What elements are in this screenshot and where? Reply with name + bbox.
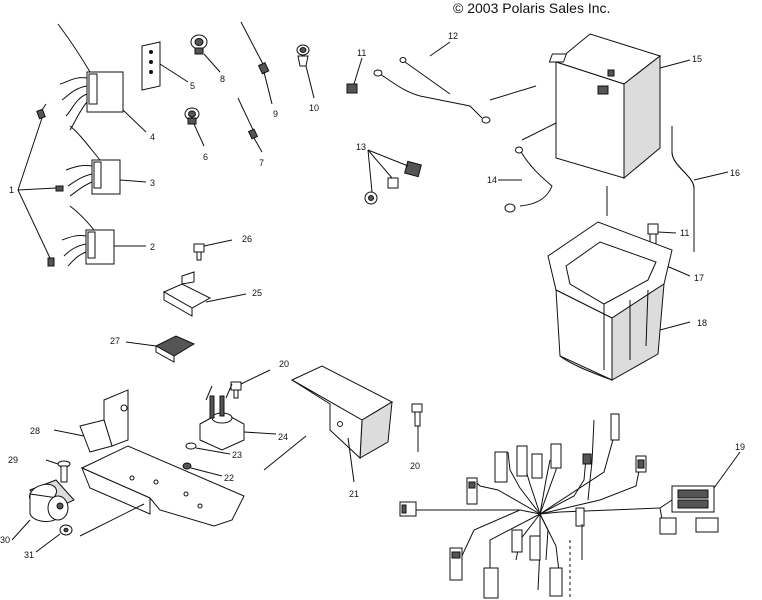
callout-7: 7 <box>259 158 264 168</box>
callout-11a: 11 <box>357 48 366 58</box>
screw-20-left <box>230 369 271 399</box>
wiring-harness-19 <box>399 413 741 600</box>
clip-10 <box>296 44 315 99</box>
callout-5: 5 <box>190 81 195 91</box>
callout-8: 8 <box>220 74 225 84</box>
callout-9: 9 <box>273 109 278 119</box>
callout-13: 13 <box>356 142 366 152</box>
callout-22: 22 <box>224 473 234 483</box>
nut-22 <box>182 462 223 477</box>
callout-30: 30 <box>0 535 10 545</box>
battery-cable-14 <box>489 85 559 213</box>
callout-12: 12 <box>448 31 458 41</box>
bracket-25 <box>162 271 247 317</box>
callout-10: 10 <box>309 103 319 113</box>
mount-plate-28 <box>53 389 245 537</box>
buzzer-30 <box>11 479 75 541</box>
terminal-nuts-13 <box>364 149 422 205</box>
callout-2: 2 <box>150 242 155 252</box>
callout-4: 4 <box>150 132 155 142</box>
callout-labels: 1 2 3 4 5 6 7 8 9 10 11 11 12 13 14 15 1… <box>0 31 745 560</box>
callout-18: 18 <box>697 318 707 328</box>
callout-29: 29 <box>8 455 18 465</box>
callout-14: 14 <box>487 175 497 185</box>
nut-31 <box>35 524 73 553</box>
callout-19: 19 <box>735 442 745 452</box>
callout-17: 17 <box>694 273 704 283</box>
battery-box-18 <box>547 221 691 381</box>
callout-16: 16 <box>730 168 740 178</box>
callout-1: 1 <box>9 185 14 195</box>
module-2 <box>61 205 146 267</box>
callout-31: 31 <box>24 550 34 560</box>
solenoid-24 <box>199 383 277 451</box>
module-4 <box>57 23 147 133</box>
callout-20b: 20 <box>410 461 420 471</box>
callout-26: 26 <box>242 234 252 244</box>
bolt-11-top <box>346 57 363 94</box>
callout-24: 24 <box>278 432 288 442</box>
copyright-text: © 2003 Polaris Sales Inc. <box>453 0 610 16</box>
callout-3: 3 <box>150 178 155 188</box>
callout-28: 28 <box>30 426 40 436</box>
screw-29 <box>45 459 71 483</box>
callout-11b: 11 <box>680 228 689 238</box>
callout-25: 25 <box>252 288 262 298</box>
cable-tie-9 <box>240 21 273 105</box>
battery-15 <box>548 33 691 180</box>
cable-tie-7 <box>237 97 263 153</box>
shield-21 <box>263 365 394 483</box>
battery-cable-12 <box>373 41 491 124</box>
vent-tube-16 <box>671 126 729 252</box>
grommet-8 <box>190 34 221 73</box>
callout-20a: 20 <box>279 359 289 369</box>
screw-20-right <box>411 403 423 452</box>
callout-15: 15 <box>692 54 702 64</box>
callout-27: 27 <box>110 336 120 346</box>
callout-23: 23 <box>232 450 242 460</box>
callout-21: 21 <box>349 489 359 499</box>
washer-23 <box>185 442 231 455</box>
callout-6: 6 <box>203 152 208 162</box>
bracket-5 <box>141 41 189 91</box>
screw-26 <box>193 239 233 261</box>
screws-1 <box>17 103 64 267</box>
grommet-6 <box>184 107 205 147</box>
module-3 <box>65 125 147 197</box>
relay-27 <box>125 335 196 363</box>
